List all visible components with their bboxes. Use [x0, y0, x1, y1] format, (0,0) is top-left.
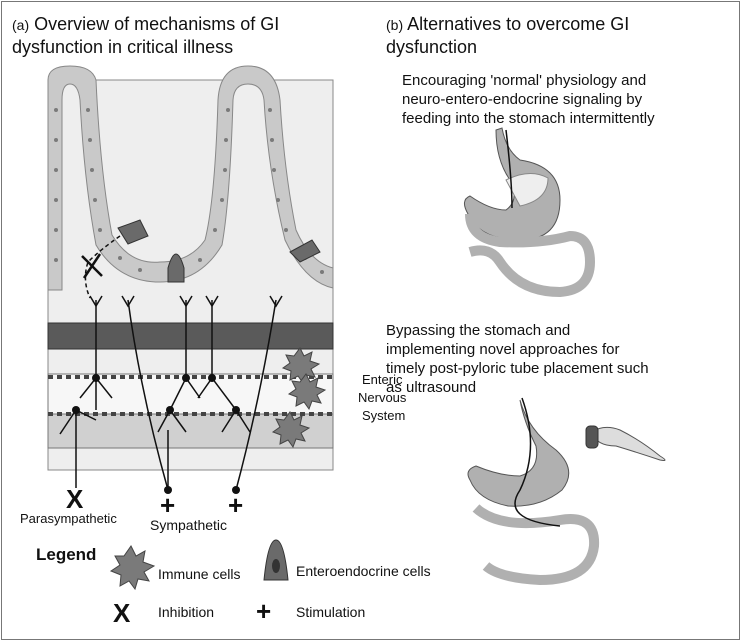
nerve-fibers: [59, 295, 283, 491]
panel-b-letter: (b): [386, 17, 404, 33]
epithelium: [47, 65, 334, 291]
ens-label-line3: System: [362, 408, 406, 423]
bypass-desc-line1: Bypassing the stomach and: [386, 322, 571, 339]
sympathetic-stimulation-mark-2: +: [228, 490, 244, 520]
ganglia: [72, 374, 240, 494]
bypass-desc-line3: timely post-pyloric tube placement such: [386, 360, 649, 377]
legend-inhibition-symbol: X: [113, 598, 131, 628]
legend-enteroendocrine-cells: Enteroendocrine cells: [296, 563, 431, 579]
stomach-post-pyloric: [467, 399, 570, 507]
panel-b-title-text: Alternatives to overcome GI: [407, 14, 630, 34]
panel-a-title-text: Overview of mechanisms of GI: [34, 14, 280, 34]
sympathetic-label: Sympathetic: [150, 517, 228, 533]
small-intestine-1: [465, 213, 596, 298]
legend-stimulation-symbol: +: [256, 596, 272, 626]
legend-stimulation: Stimulation: [296, 604, 366, 620]
panel-b-title-line1: (b) Alternatives to overcome GI: [386, 14, 629, 36]
bypass-desc-line2: implementing novel approaches for: [386, 341, 620, 358]
feeding-desc-line2: neuro-entero-endocrine signaling by: [402, 91, 643, 108]
legend-immune-cells: Immune cells: [158, 566, 241, 582]
bypass-desc-line4: as ultrasound: [386, 379, 477, 396]
enteroendocrine-cell-2: [167, 253, 185, 283]
enteroendocrine-cell-3: [289, 239, 321, 263]
panel-a-letter: (a): [12, 17, 30, 33]
parasympathetic-inhibition-mark: X: [66, 484, 84, 514]
ens-label-line1: Enteric: [362, 372, 403, 387]
feeding-desc-line1: Encouraging 'normal' physiology and: [402, 72, 647, 89]
legend-title: Legend: [36, 545, 97, 564]
immune-cells: [271, 347, 327, 449]
legend-inhibition: Inhibition: [158, 604, 215, 620]
parasympathetic-label: Parasympathetic: [20, 511, 117, 526]
small-intestine-2: [472, 504, 600, 586]
ultrasound-probe-icon: [591, 426, 666, 461]
epithelial-nuclei: [54, 108, 324, 274]
sympathetic-stimulation-mark-1: +: [160, 490, 176, 520]
feeding-desc-line3: feeding into the stomach intermittently: [402, 110, 655, 127]
panel-a-title-line1: (a) Overview of mechanisms of GI: [12, 14, 279, 36]
ens-label-line2: Nervous: [358, 390, 407, 405]
immune-cell-legend-icon: [109, 545, 156, 591]
enteroendocrine-cell-1: [117, 219, 149, 245]
muscle-layer: [47, 322, 334, 350]
panel-a-title-line2: dysfunction in critical illness: [12, 37, 234, 57]
inhibition-cross: [81, 253, 103, 279]
panel-b-title-line2: dysfunction: [386, 37, 478, 57]
